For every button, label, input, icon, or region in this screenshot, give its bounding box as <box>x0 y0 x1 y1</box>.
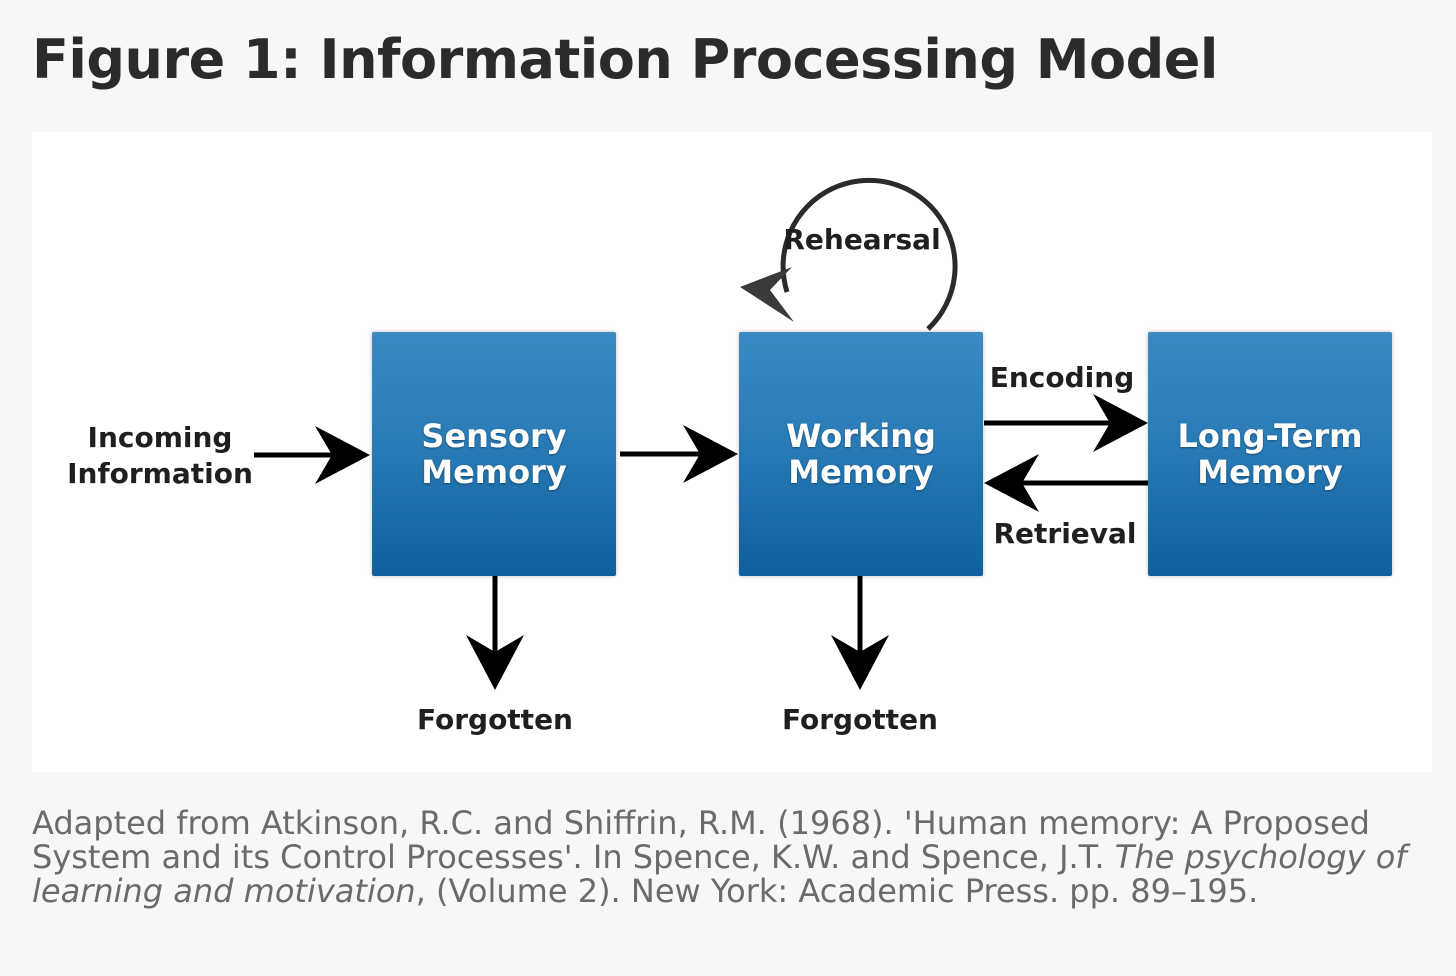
label-forgotten-working: Forgotten <box>781 703 938 736</box>
node-working-memory: Working Memory <box>739 332 983 576</box>
label-forgotten-sensory: Forgotten <box>416 703 573 736</box>
node-sensory-memory: Sensory Memory <box>372 332 616 576</box>
caption-book-title: The psychology of learning and motivatio… <box>32 838 1407 910</box>
node-long-term-memory: Long-Term Memory <box>1148 332 1392 576</box>
arrow-working-to-forgotten <box>831 576 889 690</box>
arrow-sensory-to-forgotten <box>466 576 524 690</box>
diagram-panel: Incoming Information Sensory Memory Work… <box>32 132 1432 772</box>
label-retrieval: Retrieval <box>993 517 1137 550</box>
arrow-sensory-to-working <box>620 425 738 483</box>
figure-caption: Adapted from Atkinson, R.C. and Shiffrin… <box>32 806 1442 908</box>
caption-text-part1: Adapted from Atkinson, R.C. and Shiffrin… <box>32 804 1370 876</box>
node-long-term-memory-label: Long-Term Memory <box>1177 417 1363 491</box>
arrow-retrieval <box>984 454 1148 512</box>
caption-text-part2: , (Volume 2). New York: Academic Press. … <box>415 872 1259 910</box>
label-incoming-information: Incoming Information <box>67 421 253 490</box>
arrow-incoming-to-sensory <box>254 426 370 484</box>
figure-title: Figure 1: Information Processing Model <box>32 28 1218 91</box>
node-working-memory-label: Working Memory <box>786 417 936 491</box>
label-rehearsal: Rehearsal <box>783 223 941 256</box>
arrow-encoding <box>984 394 1148 452</box>
label-encoding: Encoding <box>989 361 1135 394</box>
rehearsal-loop-arrow <box>740 177 958 331</box>
node-sensory-memory-label: Sensory Memory <box>421 417 567 491</box>
diagram-arrows <box>254 177 1148 690</box>
